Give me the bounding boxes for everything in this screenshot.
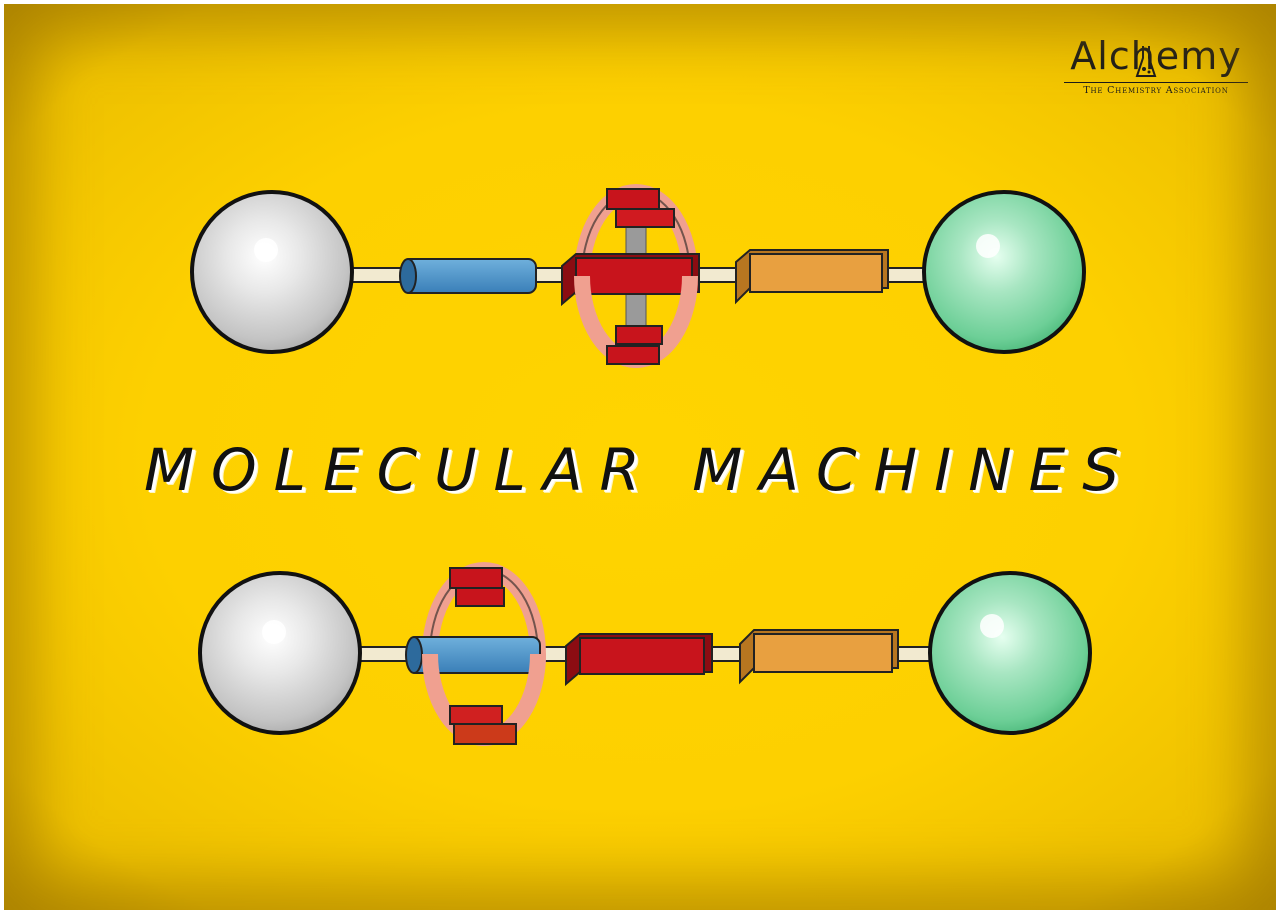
poster: MOLECULAR MACHINES Alchemy The Chemistry… [4, 4, 1276, 910]
red-station [565, 633, 713, 687]
ring-block-bottom-2 [615, 325, 663, 345]
red-station [561, 253, 700, 307]
bottom-machine [198, 562, 1092, 747]
ring-block-bottom-2 [453, 723, 517, 745]
blue-station [405, 636, 541, 674]
ring-block-top [449, 567, 503, 589]
poster-title: MOLECULAR MACHINES [143, 436, 1137, 504]
green-stopper-ball [922, 190, 1086, 354]
ball-highlight [262, 620, 286, 644]
ring-block-top-2 [615, 208, 675, 228]
blue-station [399, 258, 537, 294]
ring-block-top-2 [455, 587, 505, 607]
green-stopper-ball [928, 571, 1092, 735]
white-stopper-ball [190, 190, 354, 354]
logo-underline [1064, 82, 1248, 83]
ball-highlight [976, 234, 1000, 258]
orange-station [735, 249, 889, 305]
ring-block-bottom [606, 345, 660, 365]
logo-wordmark: Alchemy [1070, 34, 1242, 78]
logo-subtitle: The Chemistry Association [1083, 85, 1229, 96]
alchemy-logo: Alchemy The Chemistry Association [1060, 34, 1252, 98]
ring-block-top [606, 188, 660, 210]
ring-block-bottom [449, 705, 503, 725]
orange-station [739, 629, 899, 685]
top-machine [190, 184, 1086, 369]
molecular-machines-illustration [190, 184, 1092, 747]
ball-highlight [254, 238, 278, 262]
ball-highlight [980, 614, 1004, 638]
white-stopper-ball [198, 571, 362, 735]
flask-icon [1135, 46, 1157, 77]
